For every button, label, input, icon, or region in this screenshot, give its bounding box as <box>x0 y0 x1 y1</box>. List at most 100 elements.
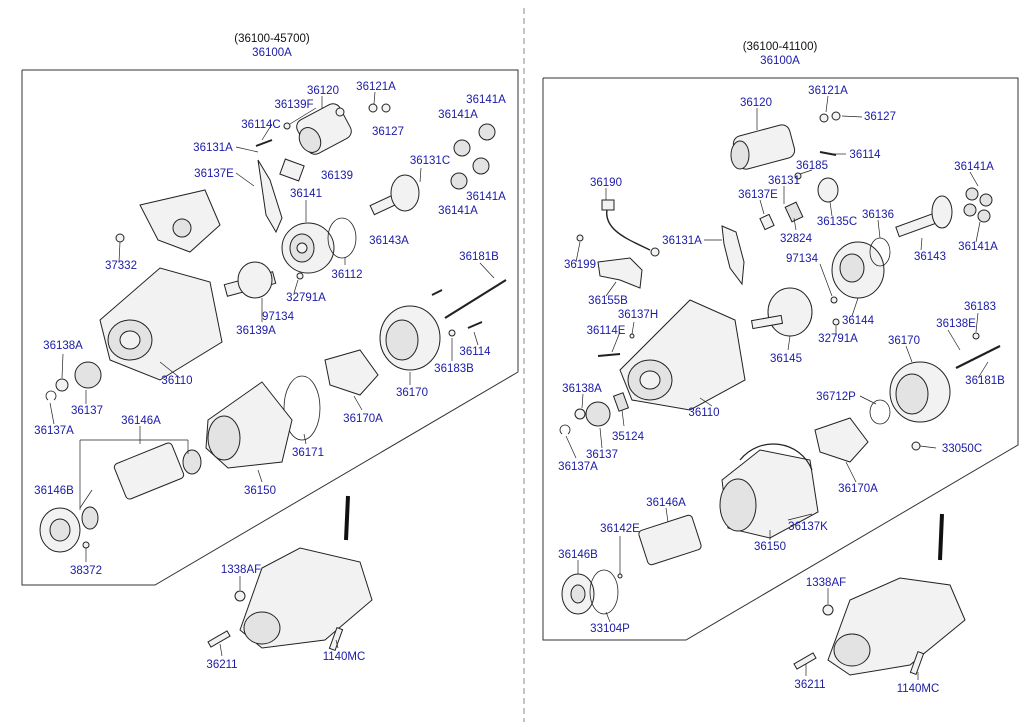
right-label-36145[interactable]: 36145 <box>770 353 802 365</box>
right-label-36183[interactable]: 36183 <box>964 301 996 313</box>
right-label-32791A[interactable]: 32791A <box>818 333 858 345</box>
left-label-97134[interactable]: 97134 <box>262 311 295 323</box>
right-label-36146B[interactable]: 36146B <box>558 549 598 561</box>
left-label-36146B[interactable]: 36146B <box>34 485 74 497</box>
right-label-36190[interactable]: 36190 <box>590 177 622 189</box>
right-label-33050C[interactable]: 33050C <box>942 443 982 455</box>
right-label-36114E[interactable]: 36114E <box>587 325 626 337</box>
left-assembly-label[interactable]: 36100A <box>252 47 292 59</box>
left-label-36139[interactable]: 36139 <box>321 170 353 182</box>
right-label-35124[interactable]: 35124 <box>612 431 645 443</box>
right-label-36131A[interactable]: 36131A <box>662 235 702 247</box>
right-ring-33104P <box>589 569 619 615</box>
right-label-36137[interactable]: 36137 <box>586 449 618 461</box>
right-solenoid-36120 <box>730 124 796 170</box>
left-label-36170[interactable]: 36170 <box>396 387 428 399</box>
right-label-36150[interactable]: 36150 <box>754 541 786 553</box>
left-label-36170A[interactable]: 36170A <box>343 413 383 425</box>
right-label-36211[interactable]: 36211 <box>794 679 825 691</box>
right-label-36121A[interactable]: 36121A <box>808 85 848 97</box>
right-label-36120[interactable]: 36120 <box>740 97 772 109</box>
right-nut-33050C <box>911 441 921 451</box>
left-label-36138A[interactable]: 36138A <box>43 340 83 352</box>
left-label-1338AF[interactable]: 1338AF <box>221 564 261 576</box>
right-armature-36146A <box>638 514 702 566</box>
right-label-33104P[interactable]: 33104P <box>590 623 630 635</box>
left-label-36121A[interactable]: 36121A <box>356 81 396 93</box>
left-frame <box>21 69 519 586</box>
right-label-36137A[interactable]: 36137A <box>558 461 598 473</box>
right-label-36712P[interactable]: 36712P <box>816 391 856 403</box>
left-yoke-36150 <box>205 381 293 469</box>
left-label-36150[interactable]: 36150 <box>244 485 276 497</box>
left-label-36110[interactable]: 36110 <box>161 375 192 387</box>
right-label-36181B[interactable]: 36181B <box>965 375 1005 387</box>
left-label-36141A-4[interactable]: 36141A <box>438 205 478 217</box>
right-label-1338AF[interactable]: 1338AF <box>806 577 846 589</box>
right-label-36199[interactable]: 36199 <box>564 259 596 271</box>
right-spring-35124 <box>612 392 630 412</box>
left-label-36181B[interactable]: 36181B <box>459 251 499 263</box>
left-label-36137[interactable]: 36137 <box>71 405 103 417</box>
right-label-36137K[interactable]: 36137K <box>788 521 828 533</box>
right-label-36146A[interactable]: 36146A <box>646 497 686 509</box>
right-label-36131[interactable]: 36131 <box>768 175 800 187</box>
right-label-1140MC[interactable]: 1140MC <box>897 683 940 695</box>
left-label-32791A[interactable]: 32791A <box>286 292 326 304</box>
right-label-36138E[interactable]: 36138E <box>936 318 976 330</box>
right-label-97134[interactable]: 97134 <box>786 253 819 265</box>
left-label-36137A[interactable]: 36137A <box>34 425 74 437</box>
left-label-36114C[interactable]: 36114C <box>241 119 280 131</box>
left-label-36139A[interactable]: 36139A <box>236 325 276 337</box>
right-label-36185[interactable]: 36185 <box>796 160 828 172</box>
left-bracket <box>139 189 221 253</box>
left-label-38372[interactable]: 38372 <box>70 565 102 577</box>
left-label-36112[interactable]: 36112 <box>331 269 362 281</box>
left-label-36141A-1[interactable]: 36141A <box>466 94 506 106</box>
right-label-36143[interactable]: 36143 <box>914 251 946 263</box>
right-holder-36135C <box>817 177 839 203</box>
right-label-36127[interactable]: 36127 <box>864 111 896 123</box>
left-label-36139F[interactable]: 36139F <box>274 99 313 111</box>
right-label-36135C[interactable]: 36135C <box>817 216 857 228</box>
left-plate-36146B <box>39 507 81 553</box>
right-label-36155B[interactable]: 36155B <box>588 295 628 307</box>
right-label-36170[interactable]: 36170 <box>888 335 920 347</box>
right-label-36137E[interactable]: 36137E <box>738 189 778 201</box>
left-label-36114[interactable]: 36114 <box>459 346 491 358</box>
right-label-36137H[interactable]: 36137H <box>618 309 658 321</box>
left-label-36211[interactable]: 36211 <box>206 659 237 671</box>
right-assembly-label[interactable]: 36100A <box>760 55 800 67</box>
left-label-36120[interactable]: 36120 <box>307 85 339 97</box>
left-label-36146A[interactable]: 36146A <box>121 415 161 427</box>
left-label-36171[interactable]: 36171 <box>292 447 324 459</box>
left-label-36137E[interactable]: 36137E <box>194 168 234 180</box>
left-label-1140MC[interactable]: 1140MC <box>323 651 366 663</box>
left-label-36141A-3[interactable]: 36141A <box>466 191 506 203</box>
right-label-36138A[interactable]: 36138A <box>562 383 602 395</box>
left-label-36143A[interactable]: 36143A <box>369 235 409 247</box>
right-housing-36110 <box>619 299 746 411</box>
right-label-36114[interactable]: 36114 <box>849 149 881 161</box>
left-label-36141[interactable]: 36141 <box>290 188 322 200</box>
right-label-36144[interactable]: 36144 <box>842 315 875 327</box>
left-panel: (36100-45700) 36100A <box>21 33 519 671</box>
right-label-36141A-1[interactable]: 36141A <box>954 161 994 173</box>
right-label-36110[interactable]: 36110 <box>688 407 719 419</box>
right-label-36141A-2[interactable]: 36141A <box>958 241 998 253</box>
left-washer-36127 <box>381 103 391 113</box>
right-end-cover-36170 <box>889 361 951 423</box>
right-label-36142E[interactable]: 36142E <box>600 523 640 535</box>
left-label-36131C[interactable]: 36131C <box>410 155 450 167</box>
right-label-36170A[interactable]: 36170A <box>838 483 878 495</box>
right-label-32824[interactable]: 32824 <box>780 233 813 245</box>
left-label-36127[interactable]: 36127 <box>372 126 404 138</box>
left-label-37332[interactable]: 37332 <box>105 260 137 272</box>
right-clip-36142E <box>617 573 623 579</box>
left-label-36141A-2[interactable]: 36141A <box>438 109 478 121</box>
left-label-36131A[interactable]: 36131A <box>193 142 233 154</box>
right-label-36136[interactable]: 36136 <box>862 209 894 221</box>
right-springs-36137E <box>759 201 804 231</box>
left-label-36183B[interactable]: 36183B <box>434 363 474 375</box>
left-screw-top <box>431 289 443 296</box>
